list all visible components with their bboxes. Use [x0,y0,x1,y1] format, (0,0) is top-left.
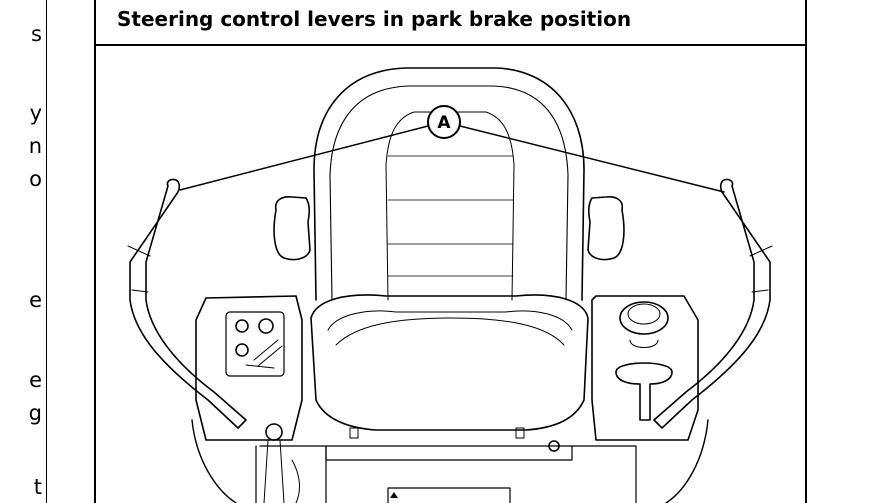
figure-caption: Steering control levers in park brake po… [117,7,632,31]
cross-member [325,445,573,461]
seat-back [313,67,585,301]
text-fragment: y [29,101,42,125]
right-console [591,295,699,441]
right-armrest [587,196,625,261]
seat-cushion [310,294,589,431]
text-fragment: e [29,288,42,312]
callout-leader-left [179,125,429,191]
seat-center-panel [385,111,515,301]
text-fragment: t [33,475,42,499]
left-armrest [273,196,311,261]
left-steering-lever [129,178,247,429]
left-console [195,295,303,441]
text-fragment: e [29,368,42,392]
seat-back-inner [329,85,569,301]
callout-leader-right [459,125,725,193]
callout-label: A [437,113,451,133]
fuel-cap [619,301,669,335]
caption-bar: Steering control levers in park brake po… [96,0,805,46]
text-fragment: g [28,401,42,425]
previous-text-column: s y n o e e g t [0,0,47,503]
deck-frame [191,419,709,503]
cup-holder [615,362,673,421]
text-fragment: s [31,22,42,46]
figure-panel: Steering control levers in park brake po… [94,0,807,503]
callout-circle [427,105,461,139]
mower-seat-illustration: A [127,67,773,503]
right-steering-lever [653,178,771,429]
text-fragment: o [29,167,42,191]
text-fragment: n [28,134,42,158]
